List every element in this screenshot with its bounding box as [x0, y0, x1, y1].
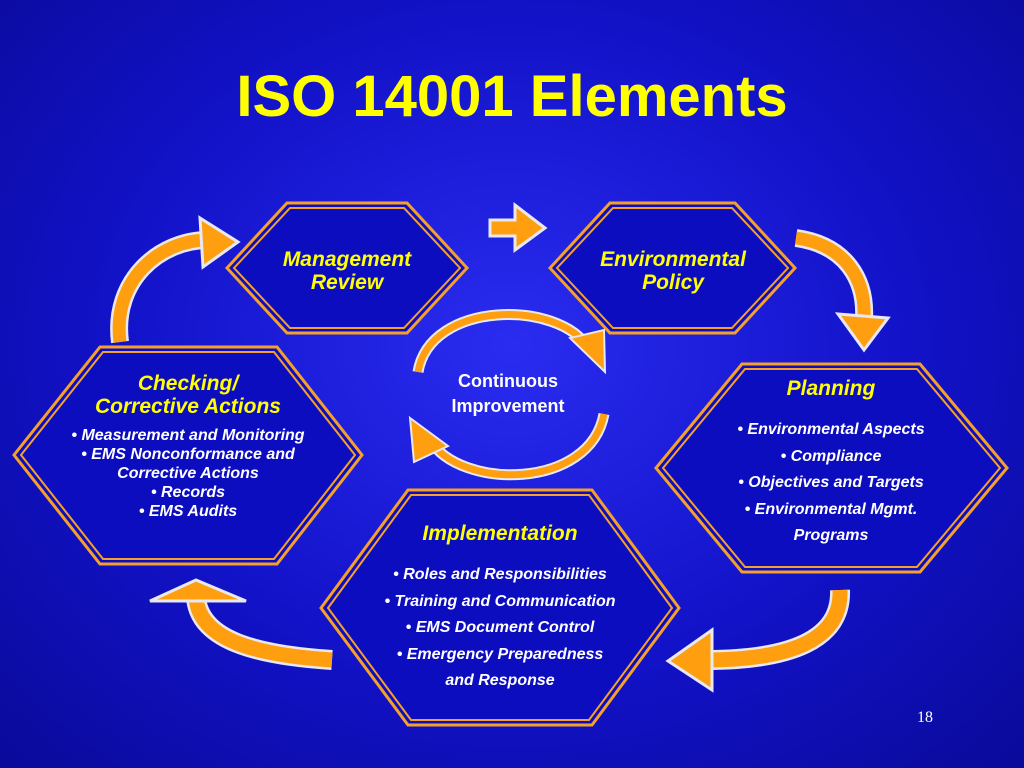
arrow-planning-to-implementation: [665, 589, 850, 693]
list-item: • Environmental Mgmt.: [744, 500, 918, 518]
hexagon-planning: [654, 362, 1009, 574]
slide-title: ISO 14001 Elements: [236, 64, 788, 129]
hexagon-checking: [12, 345, 364, 566]
checking-title-line1: Checking/: [137, 372, 239, 395]
checking-corrective-actions-label: Checking/ Corrective Actions • Measureme…: [28, 372, 348, 521]
arrow-head-icon: [149, 578, 247, 603]
arrow-head-icon: [834, 312, 891, 353]
arrow-head-icon: [198, 215, 241, 270]
list-item: • Measurement and Monitoring: [71, 427, 305, 444]
planning-items-list: • Environmental Aspects • Compliance • O…: [681, 417, 981, 550]
list-item: Programs: [793, 527, 869, 544]
arrow-implementation-to-checking: [149, 578, 333, 670]
list-item: and Response: [445, 672, 555, 689]
list-item: • Records: [150, 484, 226, 501]
center-line2: Improvement: [451, 396, 565, 416]
list-item: • Environmental Aspects: [737, 421, 925, 438]
hexagon-implementation: [319, 488, 681, 727]
list-item: • EMS Document Control: [405, 619, 595, 636]
arrow-head-icon: [665, 627, 714, 693]
arrow-checking-to-management: [110, 215, 241, 344]
implementation-label: Implementation • Roles and Responsibilit…: [345, 522, 655, 695]
loop-arrowhead-right-icon: [567, 328, 607, 375]
management-review-title-line2: Review: [310, 271, 384, 294]
list-item: • Objectives and Targets: [738, 474, 924, 491]
arrow-policy-to-planning: [794, 229, 891, 353]
continuous-improvement-loop: [408, 309, 610, 481]
environmental-policy-label: Environmental Policy: [562, 248, 784, 294]
checking-items-list: • Measurement and Monitoring • EMS Nonco…: [28, 426, 348, 521]
planning-label: Planning • Environmental Aspects • Compl…: [681, 377, 981, 550]
center-line1: Continuous: [458, 371, 558, 391]
management-review-label: Management Review: [247, 248, 447, 294]
arrow-management-to-policy: [488, 201, 548, 253]
page-number: 18: [917, 709, 933, 726]
environmental-policy-title-line2: Policy: [642, 271, 704, 294]
list-item: • Roles and Responsibilities: [393, 566, 607, 583]
continuous-improvement-label: Continuous Improvement: [418, 369, 598, 419]
list-item: • EMS Audits: [138, 503, 238, 520]
list-item: • Training and Communication: [384, 592, 616, 610]
loop-arrowhead-left-icon: [408, 415, 450, 464]
list-item: • Emergency Preparedness: [396, 645, 604, 663]
implementation-title: Implementation: [422, 522, 578, 545]
hexagon-management-review: [224, 201, 470, 335]
implementation-items-list: • Roles and Responsibilities • Training …: [345, 562, 655, 695]
list-item: • Compliance: [780, 447, 882, 465]
checking-title-line2: Corrective Actions: [95, 395, 281, 418]
hexagon-environmental-policy: [547, 201, 798, 335]
arrow-right-icon: [488, 201, 548, 253]
environmental-policy-title-line1: Environmental: [600, 248, 746, 271]
management-review-title-line1: Management: [282, 248, 412, 271]
list-item: Corrective Actions: [117, 465, 259, 482]
list-item: • EMS Nonconformance and: [81, 446, 295, 463]
planning-title: Planning: [786, 377, 876, 400]
